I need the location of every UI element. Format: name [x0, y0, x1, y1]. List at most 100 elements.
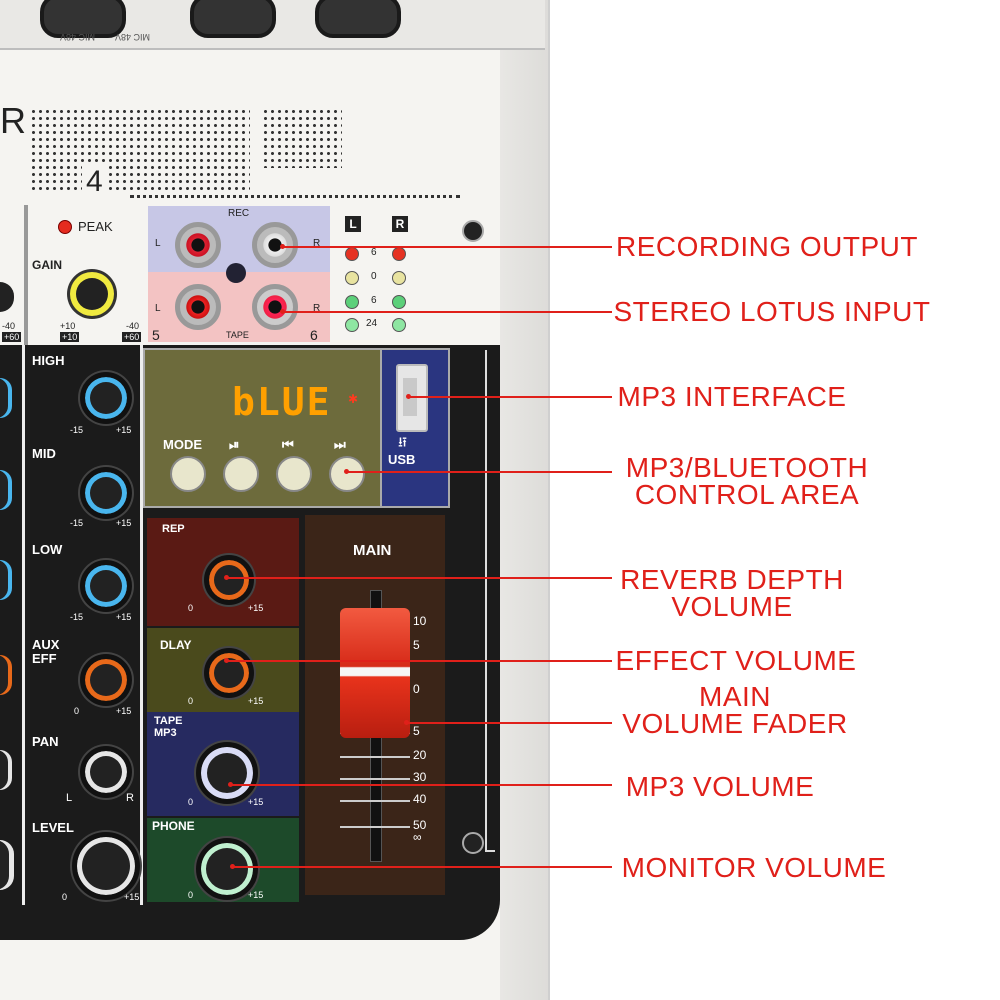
fader-scale-5: 5: [413, 638, 420, 652]
meter-led-r-4: [392, 318, 406, 332]
cropped-pan-knob[interactable]: [0, 750, 12, 790]
mic-48v-label-2: MIC 48V: [115, 32, 151, 42]
panel-screw-icon: [462, 832, 484, 854]
xlr-input-3[interactable]: [315, 0, 401, 38]
effect-dot: [224, 658, 229, 663]
main-volume-fader[interactable]: [340, 608, 410, 738]
eq-low-label: LOW: [32, 542, 63, 557]
callout-mp3-bluetooth-control: MP3/BLUETOOTH CONTROL AREA: [625, 452, 869, 510]
rep-min: 0: [188, 603, 194, 613]
bluetooth-indicator-icon: ✱: [348, 392, 359, 406]
play-pause-button[interactable]: [223, 456, 259, 492]
gain-knob[interactable]: [70, 272, 114, 316]
pan-left: L: [66, 792, 73, 804]
fader-scale-10: 10: [413, 614, 427, 628]
eq-high-label: HIGH: [32, 353, 65, 368]
mp3-interface-dot: [406, 394, 411, 399]
mp3-volume-knob[interactable]: [196, 742, 258, 804]
recording-output-line: [282, 246, 612, 248]
cropped-low-knob[interactable]: [0, 560, 12, 600]
pan-knob[interactable]: [80, 746, 132, 798]
monitor-volume-knob[interactable]: [196, 838, 258, 900]
level-label: LEVEL: [32, 820, 74, 835]
callout-mp3-volume: MP3 VOLUME: [625, 771, 815, 802]
cropped-high-knob[interactable]: [0, 378, 12, 418]
gain-badge-left: +10: [60, 332, 80, 342]
channel-strip-edge: [0, 205, 26, 345]
callout-stereo-lotus-input: STEREO LOTUS INPUT: [613, 296, 931, 327]
eq-high-max: +15: [116, 425, 132, 435]
play-pause-icon: ⏯: [229, 437, 240, 452]
next-button[interactable]: [329, 456, 365, 492]
pan-label: PAN: [32, 734, 59, 749]
aux-eff-min: 0: [74, 706, 80, 716]
stereo-input-line: [282, 311, 612, 313]
rec-jack-r-label: R: [313, 238, 321, 249]
rep-label: REP: [162, 523, 185, 535]
reverb-line: [226, 577, 612, 579]
effect-volume-knob[interactable]: [204, 648, 254, 698]
screw-icon: [462, 220, 484, 242]
model-number: 4: [82, 165, 107, 199]
cropped-aux-knob[interactable]: [0, 655, 12, 695]
meter-led-r-1: [392, 247, 406, 261]
monitor-dot: [230, 864, 235, 869]
meter-level-1: 6: [371, 247, 377, 258]
xlr-input-2[interactable]: [190, 0, 276, 38]
eq-low-knob[interactable]: [80, 560, 132, 612]
eq-high-knob[interactable]: [80, 372, 132, 424]
tape-jack-right[interactable]: [252, 284, 298, 330]
mp3-display: bLUE: [232, 380, 332, 424]
cropped-gain-badge: +60: [2, 332, 22, 342]
level-knob[interactable]: [72, 832, 140, 900]
level-min: 0: [62, 892, 68, 902]
tape-jack-left[interactable]: [175, 284, 221, 330]
reverb-depth-knob[interactable]: [204, 555, 254, 605]
fader-scale-50: 50: [413, 818, 427, 832]
callout-reverb-depth: REVERB DEPTH VOLUME: [620, 564, 844, 622]
callout-monitor-volume: MONITOR VOLUME: [621, 852, 887, 883]
meter-level-2: 0: [371, 271, 377, 282]
meter-left-label: L: [345, 216, 361, 232]
rec-jack-left[interactable]: [175, 222, 221, 268]
eq-high-min: -15: [70, 425, 84, 435]
speaker-grille-right: [262, 108, 342, 168]
eq-mid-min: -15: [70, 518, 84, 528]
mode-button[interactable]: [170, 456, 206, 492]
fader-tick-50: [340, 826, 410, 828]
divider-dotted: [130, 195, 460, 198]
channel-6-label: 6: [310, 327, 318, 343]
panel-border-line: [485, 350, 495, 852]
fader-tick-40: [340, 800, 410, 802]
eq-mid-knob[interactable]: [80, 467, 132, 519]
fader-scale-20: 20: [413, 748, 427, 762]
dlay-label: DLAY: [160, 638, 192, 652]
channel-5-label: 5: [152, 327, 160, 343]
previous-button[interactable]: [276, 456, 312, 492]
cropped-gain-knob[interactable]: [0, 282, 14, 312]
control-area-dot: [344, 469, 349, 474]
cropped-level-knob[interactable]: [0, 840, 14, 890]
xlr-input-1[interactable]: [40, 0, 126, 38]
aux-eff-knob[interactable]: [80, 654, 132, 706]
center-screw: [226, 263, 246, 283]
phone-min: 0: [188, 890, 194, 900]
fader-scale-5b: 5: [413, 724, 420, 738]
dlay-min: 0: [188, 696, 194, 706]
meter-led-l-1: [345, 247, 359, 261]
aux-eff-max: +15: [116, 706, 132, 716]
reverb-dot: [224, 575, 229, 580]
rep-max: +15: [248, 603, 264, 613]
phone-max: +15: [248, 890, 264, 900]
mp3-volume-line: [230, 784, 612, 786]
strip-divider-1: [22, 345, 25, 905]
peak-led: [58, 220, 72, 234]
gain-label: GAIN: [32, 258, 62, 272]
tape-min: 0: [188, 797, 194, 807]
cropped-mid-knob[interactable]: [0, 470, 12, 510]
eq-low-min: -15: [70, 612, 84, 622]
fader-scale-0: 0: [413, 682, 420, 696]
rec-jack-right[interactable]: [252, 222, 298, 268]
previous-icon: ⏮: [282, 437, 294, 452]
usb-icon: ⭿: [398, 434, 408, 450]
